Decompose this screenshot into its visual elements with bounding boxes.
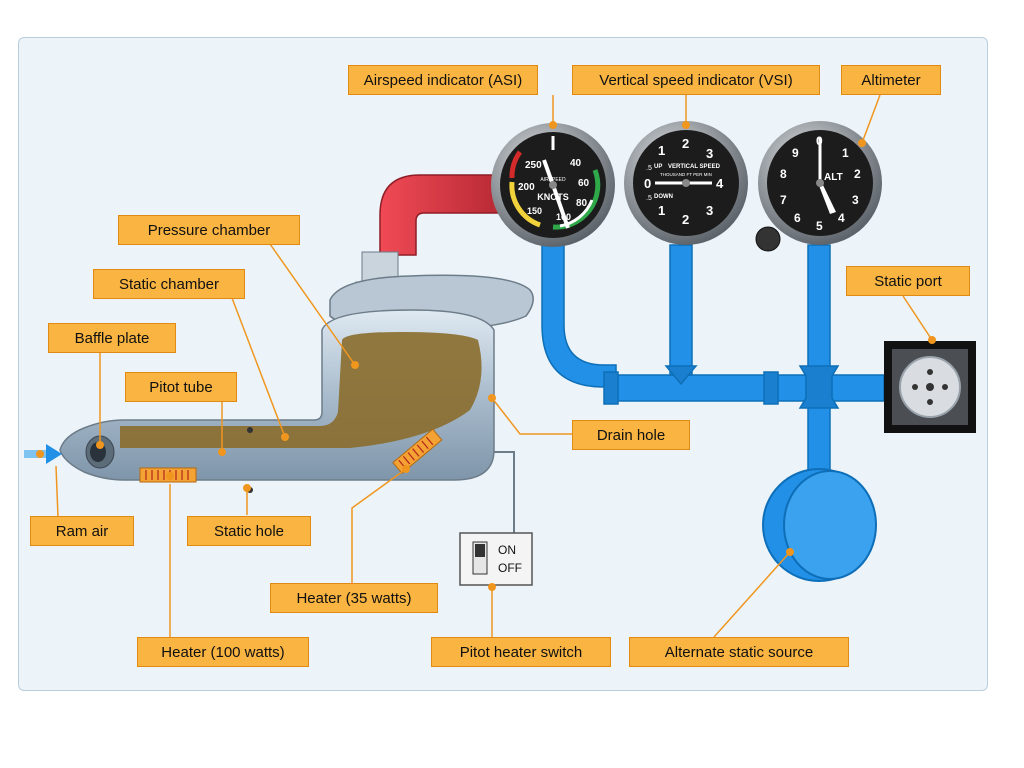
label-pressure-chamber: Pressure chamber bbox=[118, 215, 300, 245]
label-asi: Airspeed indicator (ASI) bbox=[348, 65, 538, 95]
alt-num-9: 9 bbox=[792, 146, 799, 160]
vsi-down-label: DOWN bbox=[654, 194, 673, 200]
vsi-subtitle: THOUSAND FT PER MIN bbox=[660, 172, 712, 177]
label-drain-hole: Drain hole bbox=[572, 420, 690, 450]
vsi-num-0: 0 bbox=[644, 176, 651, 191]
leader-lines bbox=[55, 94, 933, 638]
asi-num-150: 150 bbox=[527, 206, 542, 216]
alt-num-2: 2 bbox=[854, 167, 861, 181]
alt-num-5: 5 bbox=[816, 219, 823, 233]
vsi-num-half-down: .5 bbox=[646, 195, 652, 202]
asi-num-60: 60 bbox=[578, 178, 590, 189]
pitot-heater-switch[interactable] bbox=[459, 532, 533, 586]
alt-num-3: 3 bbox=[852, 193, 859, 207]
altimeter-gauge: 0 1 2 3 4 5 6 7 8 9 ALT bbox=[755, 121, 882, 252]
label-static-chamber: Static chamber bbox=[93, 269, 245, 299]
label-pitot-tube: Pitot tube bbox=[125, 372, 237, 402]
label-heater-100: Heater (100 watts) bbox=[137, 637, 309, 667]
asi-num-40: 40 bbox=[570, 158, 582, 169]
vsi-num-half-up: .5 bbox=[646, 165, 652, 172]
vertical-speed-indicator: 0 1 2 3 4 3 2 1 .5 .5 UP VERTICAL SPEED … bbox=[624, 121, 748, 245]
vsi-num-1: 1 bbox=[658, 143, 665, 158]
vsi-num-2: 2 bbox=[682, 136, 689, 151]
alt-num-1: 1 bbox=[842, 146, 849, 160]
vsi-num-3-down: 3 bbox=[706, 203, 713, 218]
asi-num-250: 250 bbox=[525, 160, 542, 171]
label-altimeter: Altimeter bbox=[841, 65, 941, 95]
leader-dots bbox=[36, 121, 936, 591]
alternate-static-line bbox=[807, 399, 831, 479]
vsi-num-4: 4 bbox=[716, 176, 724, 191]
vsi-up-label: UP bbox=[654, 164, 662, 170]
label-ram-air: Ram air bbox=[30, 516, 134, 546]
vsi-num-2-down: 2 bbox=[682, 212, 689, 227]
asi-needle bbox=[551, 184, 570, 229]
vsi-num-3: 3 bbox=[706, 146, 713, 161]
label-static-port: Static port bbox=[846, 266, 970, 296]
label-baffle-plate: Baffle plate bbox=[48, 323, 176, 353]
static-trunk bbox=[611, 374, 885, 402]
asi-static-line bbox=[541, 244, 617, 388]
vsi-num-1-down: 1 bbox=[658, 203, 665, 218]
pitot-pressure-line bbox=[379, 174, 501, 256]
altimeter-static-line bbox=[807, 244, 831, 376]
asi-num-200: 200 bbox=[518, 182, 535, 193]
vsi-static-line bbox=[669, 244, 693, 376]
alt-num-6: 6 bbox=[794, 211, 801, 225]
switch-off-label: OFF bbox=[498, 561, 522, 575]
asi-unit-label: KNOTS bbox=[537, 192, 569, 202]
label-alternate-static-source: Alternate static source bbox=[629, 637, 849, 667]
switch-on-label: ON bbox=[498, 543, 516, 557]
alt-center-label: ALT bbox=[824, 172, 843, 183]
alt-num-4: 4 bbox=[838, 211, 845, 225]
label-static-hole: Static hole bbox=[187, 516, 311, 546]
label-pitot-heater-switch: Pitot heater switch bbox=[431, 637, 611, 667]
vsi-title: VERTICAL SPEED bbox=[668, 164, 721, 170]
alt-num-7: 7 bbox=[780, 193, 787, 207]
pitot-probe bbox=[59, 274, 534, 534]
label-heater-35: Heater (35 watts) bbox=[270, 583, 438, 613]
alt-needle-short bbox=[818, 183, 836, 214]
label-vsi: Vertical speed indicator (VSI) bbox=[572, 65, 820, 95]
airspeed-indicator: 250 200 150 100 80 60 40 AIRSPEED KNOTS bbox=[491, 123, 615, 247]
asi-num-80: 80 bbox=[576, 198, 588, 209]
static-lines bbox=[541, 244, 885, 479]
alt-num-8: 8 bbox=[780, 167, 787, 181]
static-port bbox=[884, 341, 976, 433]
